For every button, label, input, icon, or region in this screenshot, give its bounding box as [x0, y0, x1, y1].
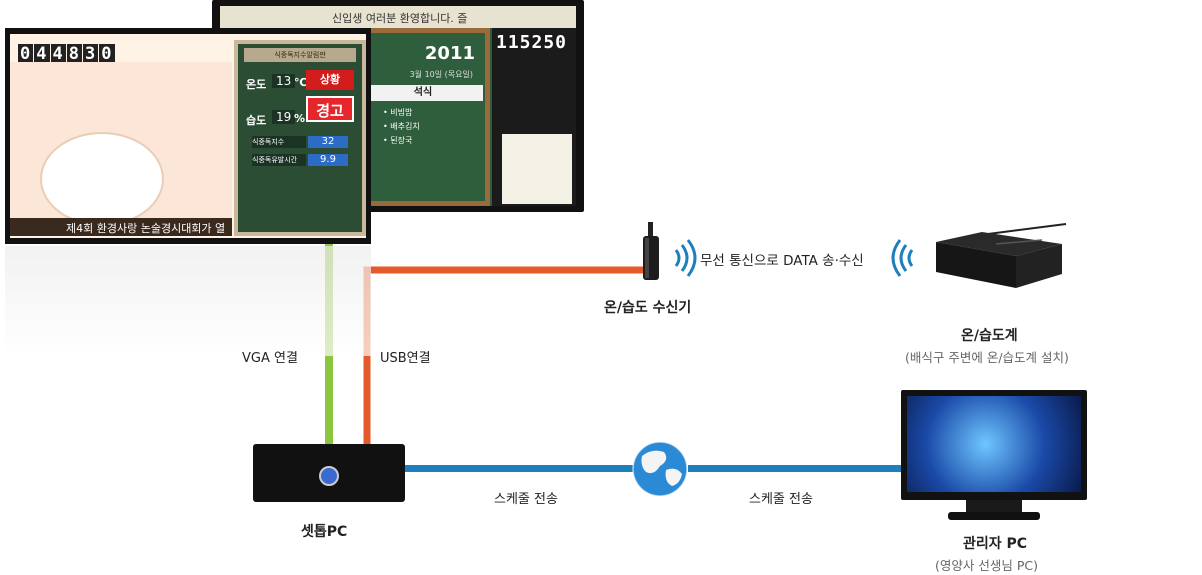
monitor-stand [966, 500, 1022, 514]
network-line-left [405, 465, 633, 472]
news-ticker: 제4회 환경사랑 논술경시대회가 열 [10, 218, 232, 236]
hum-unit: % [294, 112, 306, 125]
menu-illustration-area [10, 62, 232, 234]
monitor-reflection [5, 246, 371, 356]
admin-pc-label: 관리자 PC [963, 536, 1028, 552]
temp-label: 온도 [246, 78, 267, 91]
admin-pc-sublabel: (영양사 선생님 PC) [935, 558, 1038, 573]
hum-label: 습도 [246, 114, 267, 127]
wireless-label: 무선 통신으로 DATA 송·수신 [700, 253, 864, 269]
menu-item: • 배추김치 [383, 122, 420, 131]
menu-item: • 된장국 [383, 136, 413, 145]
usb-label: USB연결 [380, 351, 431, 366]
thermo-hygrometer-device-icon [936, 223, 1067, 288]
back-display-table [502, 134, 572, 204]
sensor-sublabel: (배식구 주변에 온/습도계 설치) [905, 350, 1069, 365]
power-button-icon [319, 466, 339, 486]
wireless-signal-icon-sensor [891, 239, 914, 277]
clock-digit: 4 [34, 44, 50, 64]
clock-digit: 4 [50, 44, 66, 64]
temp-value: 13 [272, 74, 296, 88]
wireless-signal-icon [674, 239, 697, 277]
status-alert-badge: 경고 [306, 96, 354, 122]
time-label: 식중독유발시간 [252, 154, 306, 166]
board-title: 식중독지수알림판 [244, 48, 356, 62]
receiver-device-icon [643, 222, 659, 280]
admin-pc-monitor [901, 390, 1087, 500]
monitor-stand-base [948, 512, 1040, 520]
clock-digit: 8 [66, 44, 82, 64]
index-label: 식중독지수 [252, 136, 306, 148]
ticker-text: 제4회 환경사랑 논술경시대회가 열 [66, 222, 226, 235]
food-poisoning-board: 식중독지수알림판 온도 13 ℃ 습도 19 % 상황 경고 식중독지수 32 … [234, 40, 366, 236]
menu-year: 2011 [424, 43, 475, 64]
vga-label: VGA 연결 [242, 351, 298, 366]
clock-digit: 0 [18, 44, 34, 64]
menu-item: • 비빔밥 [383, 108, 413, 117]
clock-digit: 0 [99, 44, 115, 64]
globe-icon [632, 441, 688, 497]
hum-value: 19 [272, 110, 296, 124]
temp-unit: ℃ [294, 76, 308, 89]
schedule-label-left: 스케줄 전송 [494, 492, 558, 507]
meal-label: 석식 [363, 85, 483, 101]
settop-pc-device [253, 444, 405, 502]
food-plate-icon [40, 132, 164, 226]
status-label: 상황 [306, 70, 354, 90]
receiver-label: 온/습도 수신기 [604, 300, 692, 316]
schedule-label-right: 스케줄 전송 [749, 492, 813, 507]
network-line-right [688, 465, 901, 472]
back-display-clock: 115250 [496, 32, 568, 53]
settop-label: 셋톱PC [301, 524, 348, 540]
admin-pc-screen [907, 396, 1081, 492]
index-value: 32 [308, 136, 348, 148]
sensor-label: 온/습도계 [961, 328, 1018, 344]
clock-digit: 3 [83, 44, 99, 64]
menu-date: 3월 10일 (목요일) [409, 70, 473, 79]
time-value: 9.9 [308, 154, 348, 166]
back-display-header-text: 신입생 여러분 환영합니다. 즐 [332, 12, 468, 25]
back-display-header: 신입생 여러분 환영합니다. 즐 [220, 6, 576, 28]
